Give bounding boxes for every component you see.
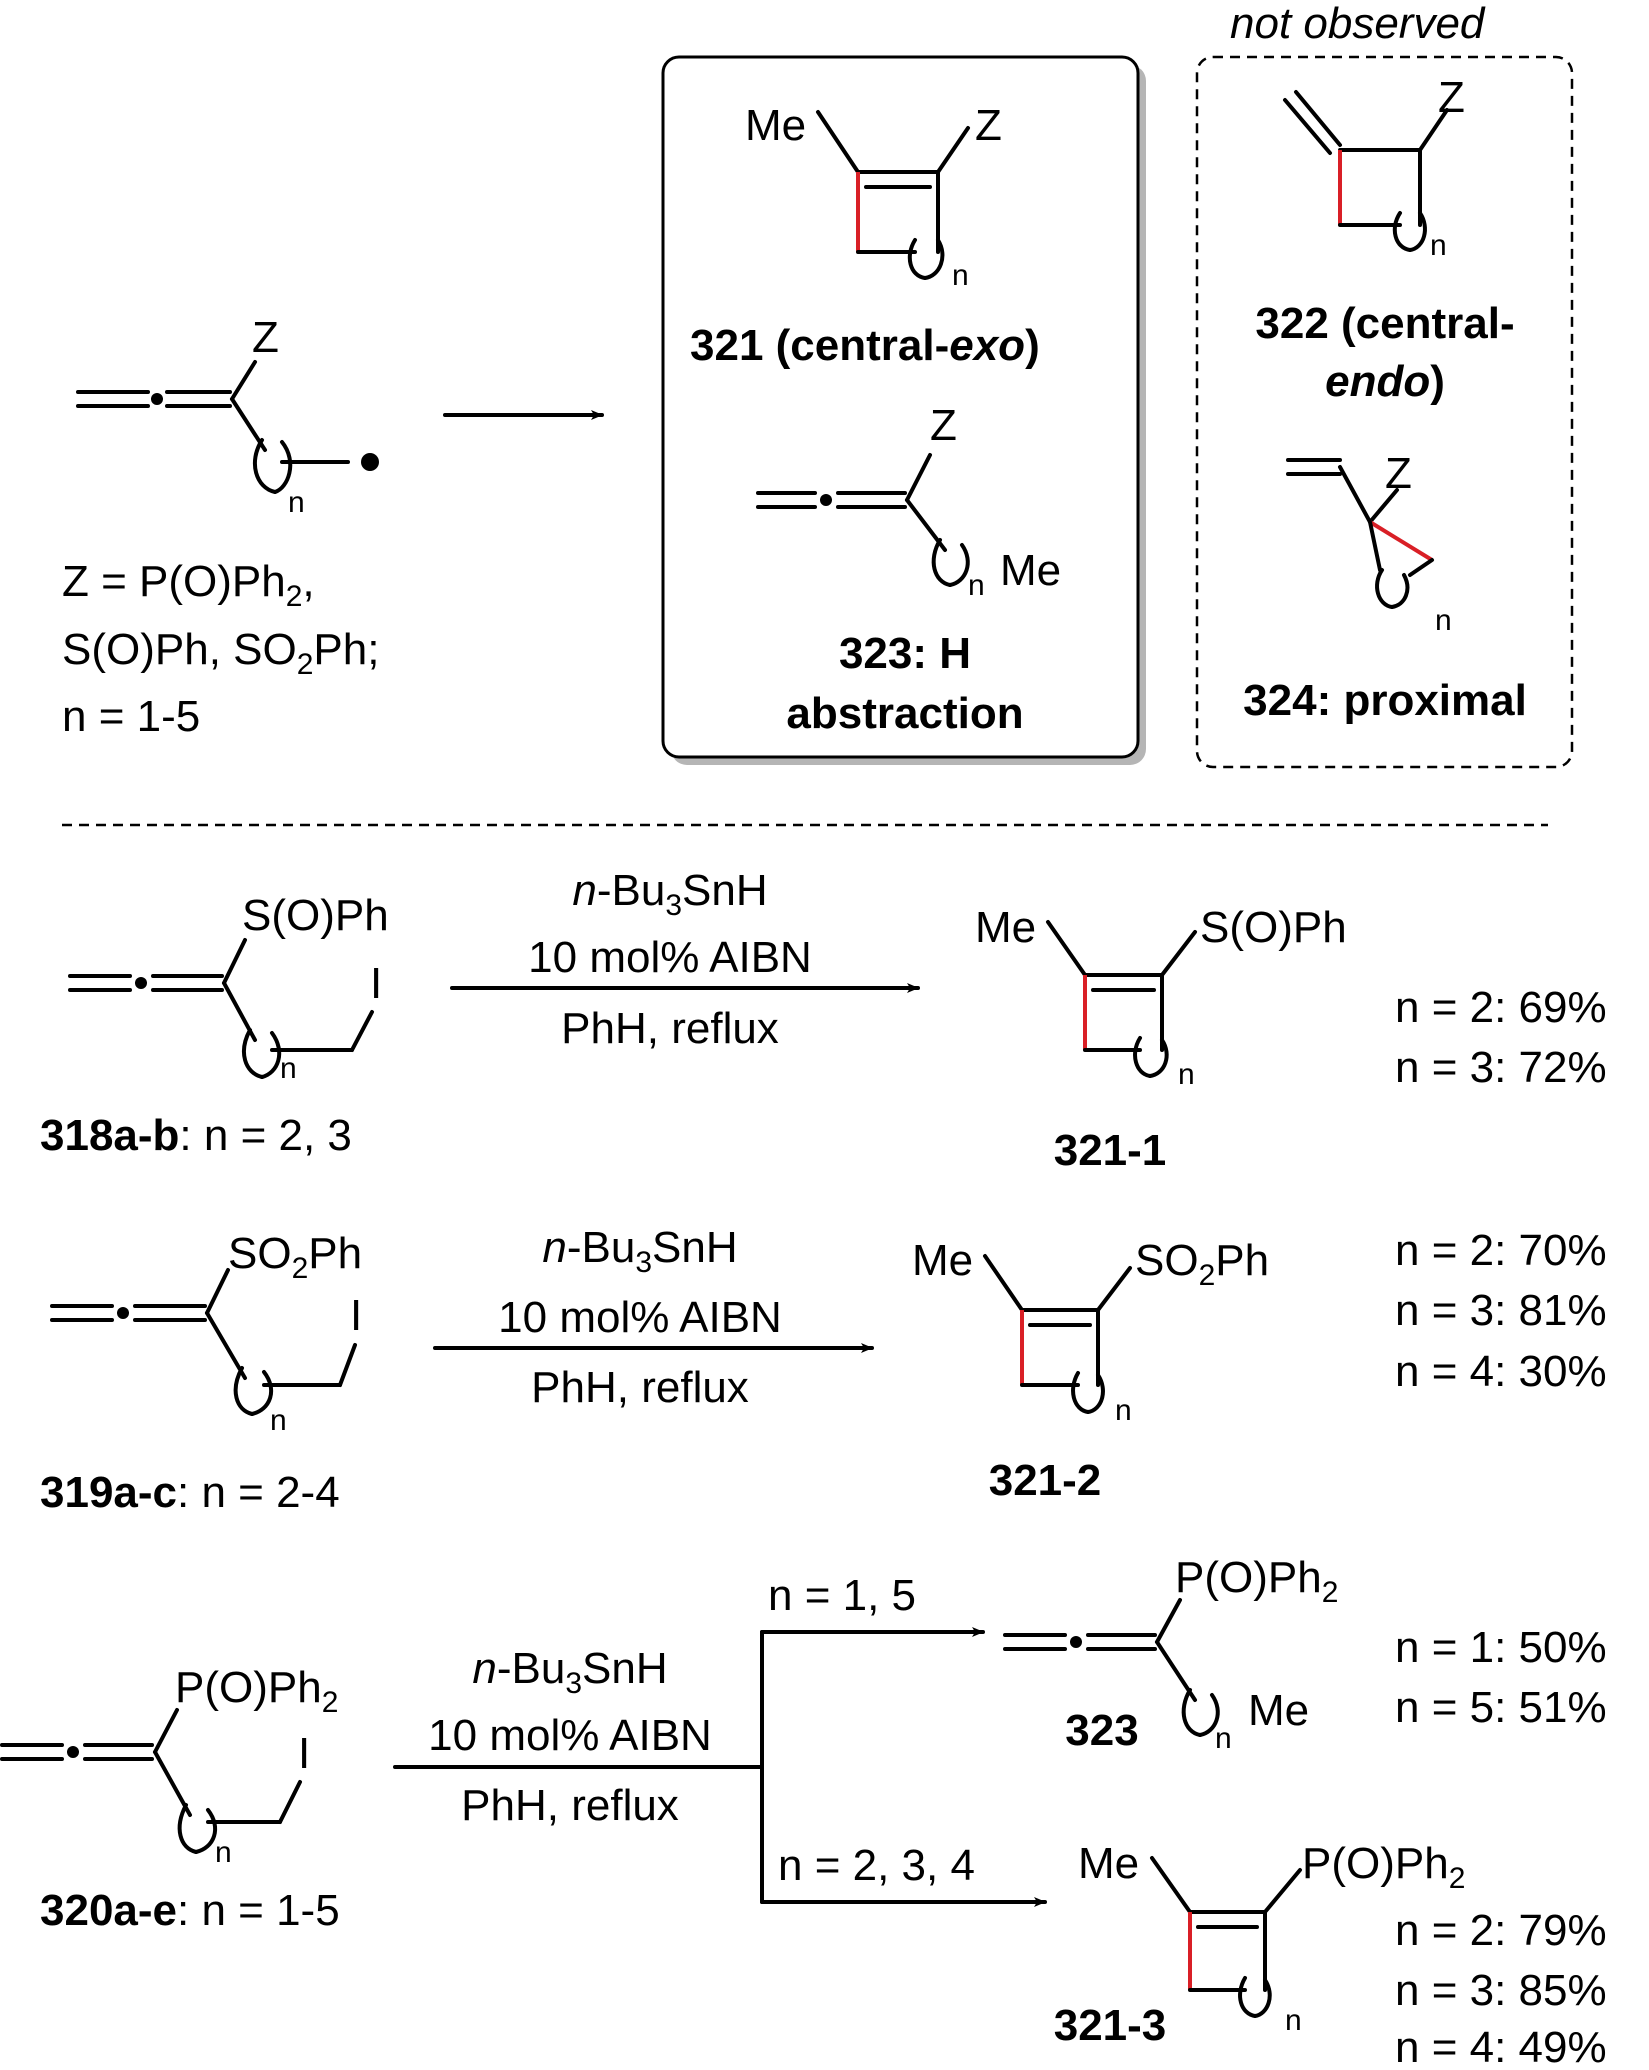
z-definition: Z = P(O)Ph2, S(O)Ph, SO2Ph; n = 1-5 — [62, 557, 379, 741]
svg-text:P(O)Ph2: P(O)Ph2 — [175, 1663, 338, 1719]
svg-text:PhH, reflux: PhH, reflux — [561, 1004, 779, 1053]
substituent-z: Z — [252, 313, 279, 362]
svg-text:n = 4: 49%: n = 4: 49% — [1395, 2023, 1607, 2070]
svg-text:n = 2: 70%: n = 2: 70% — [1395, 1226, 1607, 1275]
radical-dot — [361, 453, 379, 471]
svg-text:SO2Ph: SO2Ph — [228, 1229, 362, 1285]
svg-text:n = 4: 30%: n = 4: 30% — [1395, 1347, 1607, 1396]
svg-text:n: n — [280, 1052, 297, 1085]
svg-text:I: I — [298, 1729, 310, 1778]
product-324: Z n 324: proximal — [1243, 449, 1527, 725]
svg-text:S(O)Ph, SO2Ph;: S(O)Ph, SO2Ph; — [62, 625, 379, 681]
svg-text:n = 1, 5: n = 1, 5 — [768, 1571, 916, 1620]
svg-text:n = 2, 3, 4: n = 2, 3, 4 — [778, 1841, 975, 1890]
svg-text:318a-b: n = 2, 3: 318a-b: n = 2, 3 — [40, 1111, 352, 1160]
svg-text:10 mol% AIBN: 10 mol% AIBN — [498, 1293, 782, 1342]
svg-text:Z: Z — [975, 101, 1002, 150]
svg-text:319a-c: n = 2-4: 319a-c: n = 2-4 — [40, 1468, 340, 1517]
svg-text:Me: Me — [745, 101, 806, 150]
svg-text:321 (central-exo): 321 (central-exo) — [690, 321, 1040, 370]
svg-text:Z: Z — [930, 401, 957, 450]
svg-text:n: n — [1430, 229, 1447, 262]
svg-text:10 mol% AIBN: 10 mol% AIBN — [428, 1711, 712, 1760]
svg-text:321-3: 321-3 — [1054, 2001, 1167, 2050]
svg-text:n: n — [270, 1404, 287, 1437]
chain-index: n — [288, 486, 305, 519]
svg-text:Z: Z — [1385, 449, 1412, 498]
svg-text:n = 2: 69%: n = 2: 69% — [1395, 983, 1607, 1032]
svg-text:322 (central-: 322 (central- — [1255, 299, 1514, 348]
svg-text:321-1: 321-1 — [1054, 1126, 1167, 1175]
svg-text:n-Bu3SnH: n-Bu3SnH — [572, 866, 767, 922]
svg-text:321-2: 321-2 — [989, 1456, 1102, 1505]
radical-substrate: Z n — [76, 313, 379, 519]
svg-text:n: n — [968, 569, 985, 602]
svg-text:I: I — [370, 959, 382, 1008]
svg-text:323: H: 323: H — [839, 629, 971, 678]
reaction-320: P(O)Ph2 I n 320a-e: n = 1-5 n-Bu3SnH 10 … — [0, 1553, 1607, 2070]
svg-text:PhH, reflux: PhH, reflux — [461, 1781, 679, 1830]
svg-text:n = 3: 85%: n = 3: 85% — [1395, 1966, 1607, 2015]
not-observed-panel: not observed Z n 322 (central- endo) — [1195, 0, 1574, 769]
svg-text:n: n — [1435, 604, 1452, 637]
svg-text:n: n — [952, 259, 969, 292]
allene-center-dot — [151, 393, 163, 405]
svg-text:n = 3: 81%: n = 3: 81% — [1395, 1286, 1607, 1335]
svg-text:n: n — [1178, 1058, 1195, 1091]
svg-text:S(O)Ph: S(O)Ph — [242, 891, 389, 940]
svg-text:n = 5: 51%: n = 5: 51% — [1395, 1683, 1607, 1732]
svg-text:I: I — [350, 1291, 362, 1340]
svg-text:P(O)Ph2: P(O)Ph2 — [1175, 1553, 1338, 1609]
svg-text:n-Bu3SnH: n-Bu3SnH — [542, 1223, 737, 1279]
reaction-318: S(O)Ph I n 318a-b: n = 2, 3 n-Bu3SnH 10 … — [40, 866, 1607, 1175]
svg-text:Me: Me — [912, 1236, 973, 1285]
svg-text:P(O)Ph2: P(O)Ph2 — [1302, 1839, 1465, 1895]
svg-text:Z: Z — [1438, 73, 1465, 122]
svg-text:10 mol% AIBN: 10 mol% AIBN — [528, 933, 812, 982]
svg-text:Me: Me — [975, 903, 1036, 952]
svg-text:Z = P(O)Ph2,: Z = P(O)Ph2, — [62, 557, 315, 613]
product-323: Z n Me 323: H abstraction — [756, 401, 1061, 738]
svg-text:Me: Me — [1000, 546, 1061, 595]
svg-text:n = 3: 72%: n = 3: 72% — [1395, 1043, 1607, 1092]
svg-text:endo): endo) — [1325, 357, 1445, 406]
svg-text:abstraction: abstraction — [786, 689, 1023, 738]
svg-text:323: 323 — [1065, 1706, 1138, 1755]
svg-text:S(O)Ph: S(O)Ph — [1200, 903, 1347, 952]
not-observed-label: not observed — [1230, 0, 1486, 48]
svg-text:320a-e: n = 1-5: 320a-e: n = 1-5 — [40, 1886, 340, 1935]
observed-products-panel: Me Z n 321 (central-exo) Z n — [661, 55, 1146, 765]
svg-text:n = 1: 50%: n = 1: 50% — [1395, 1623, 1607, 1672]
reaction-319: SO2Ph I n 319a-c: n = 2-4 n-Bu3SnH 10 mo… — [40, 1223, 1607, 1517]
svg-text:Me: Me — [1078, 1839, 1139, 1888]
svg-text:n = 1-5: n = 1-5 — [62, 692, 200, 741]
svg-text:Me: Me — [1248, 1686, 1309, 1735]
svg-text:n = 2: 79%: n = 2: 79% — [1395, 1906, 1607, 1955]
svg-text:SO2Ph: SO2Ph — [1135, 1236, 1269, 1292]
svg-text:n: n — [1285, 2004, 1302, 2037]
svg-text:n: n — [215, 1836, 232, 1869]
svg-text:n-Bu3SnH: n-Bu3SnH — [472, 1644, 667, 1700]
product-322: Z n 322 (central- endo) — [1255, 73, 1514, 406]
product-321: Me Z n 321 (central-exo) — [690, 101, 1040, 370]
svg-text:324: proximal: 324: proximal — [1243, 676, 1527, 725]
svg-text:n: n — [1115, 1394, 1132, 1427]
svg-text:n: n — [1215, 1722, 1232, 1755]
svg-text:PhH, reflux: PhH, reflux — [531, 1363, 749, 1412]
